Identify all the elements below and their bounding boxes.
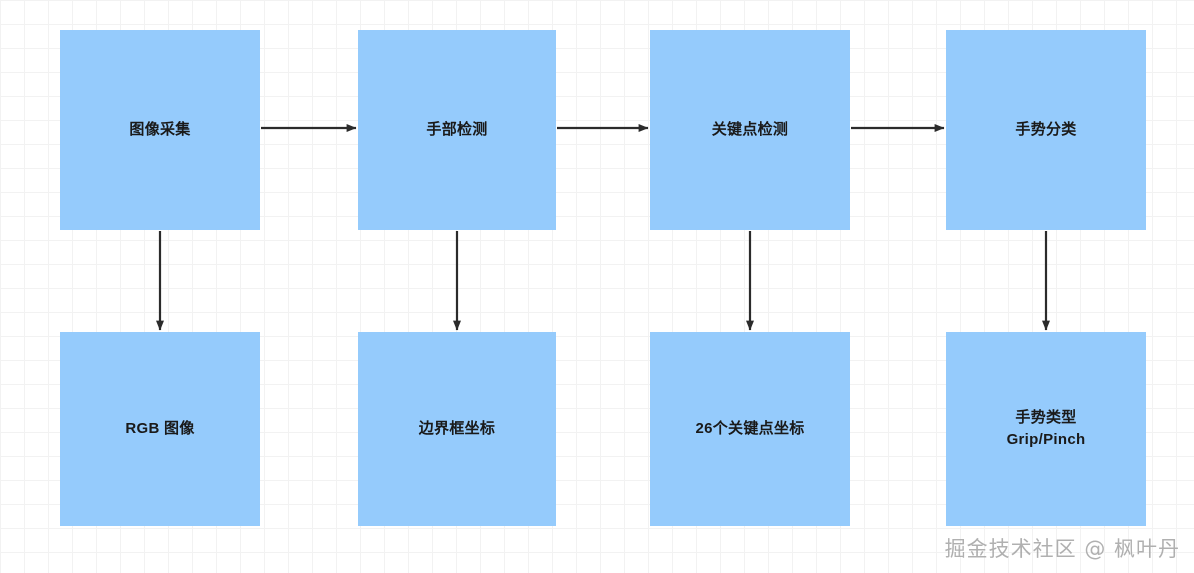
node-hand-detect-label: 手部检测 — [426, 121, 488, 139]
node-gesture-classify[interactable]: 手势分类 — [946, 30, 1146, 230]
node-hand-detect[interactable]: 手部检测 — [358, 30, 556, 230]
node-keypoint-detect-label: 关键点检测 — [711, 121, 789, 139]
node-bbox-coords-label: 边界框坐标 — [418, 420, 496, 438]
node-gesture-type[interactable]: 手势类型 Grip/Pinch — [946, 332, 1146, 526]
node-gesture-type-label: 手势类型 Grip/Pinch — [1006, 409, 1086, 448]
node-keypoint-coords[interactable]: 26个关键点坐标 — [650, 332, 850, 526]
node-capture-label: 图像采集 — [129, 121, 191, 139]
node-gesture-classify-label: 手势分类 — [1015, 121, 1077, 139]
node-rgb-image[interactable]: RGB 图像 — [60, 332, 260, 526]
watermark: 掘金技术社区 @ 枫叶丹 — [944, 537, 1180, 561]
node-capture[interactable]: 图像采集 — [60, 30, 260, 230]
node-keypoint-detect[interactable]: 关键点检测 — [650, 30, 850, 230]
node-keypoint-coords-label: 26个关键点坐标 — [695, 420, 805, 438]
node-bbox-coords[interactable]: 边界框坐标 — [358, 332, 556, 526]
node-rgb-image-label: RGB 图像 — [125, 420, 195, 438]
